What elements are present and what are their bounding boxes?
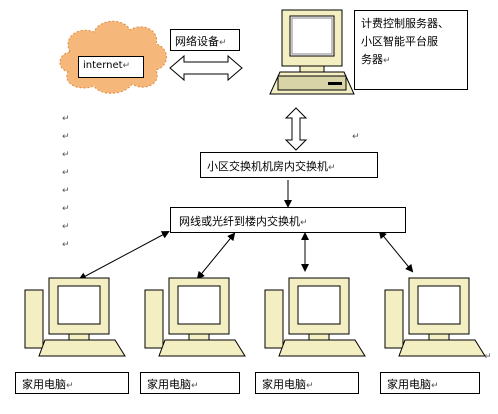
- home-pc-label-4: 家用电脑: [387, 378, 431, 391]
- return-mark: ↵: [484, 352, 492, 362]
- network-device-label: 网络设备: [175, 35, 219, 48]
- home-pc-label-3: 家用电脑: [262, 378, 306, 391]
- server-label-line-3: 务器: [361, 53, 383, 66]
- internet-label: internet: [83, 60, 123, 71]
- return-mark: ↵: [62, 114, 70, 124]
- building-switch-box: 网线或光纤到楼内交换机↵: [170, 207, 406, 233]
- internet-box: internet↵: [78, 56, 144, 78]
- return-mark: ↵: [62, 222, 70, 232]
- link-pc-4: [378, 230, 414, 273]
- link-pc-1: [78, 231, 170, 280]
- link-pc-2: [196, 232, 236, 280]
- home-pc-icon-4: [384, 277, 486, 357]
- return-mark: ↵: [62, 186, 70, 196]
- return-mark: ↵: [62, 132, 70, 142]
- home-pc-label-1: 家用电脑: [22, 378, 66, 391]
- core-switch-box: 小区交换机机房内交换机↵: [200, 152, 378, 178]
- return-mark: ↵: [62, 240, 70, 250]
- home-pc-label-2: 家用电脑: [147, 378, 191, 391]
- return-mark: ↵: [62, 204, 70, 214]
- core-switch-label: 小区交换机机房内交换机: [207, 160, 328, 173]
- home-pc-icon-2: [144, 277, 246, 357]
- home-pc-label-box-2: 家用电脑↵: [140, 372, 240, 394]
- home-pc-label-box-4: 家用电脑↵: [380, 372, 480, 394]
- home-pc-icon-3: [264, 277, 366, 357]
- return-mark: ↵: [62, 150, 70, 160]
- server-label-line-1: 计费控制服务器、: [361, 17, 449, 30]
- return-mark: ↵: [352, 132, 360, 142]
- server-switch-arrow: [284, 107, 308, 151]
- cloud-device-arrow: [169, 54, 243, 82]
- home-pc-label-box-3: 家用电脑↵: [255, 372, 359, 394]
- network-device-box: 网络设备↵: [170, 29, 240, 51]
- building-switch-label: 网线或光纤到楼内交换机: [179, 215, 300, 228]
- home-pc-label-box-1: 家用电脑↵: [15, 372, 129, 394]
- server-computer-icon: [269, 9, 355, 95]
- server-label-line-2: 小区智能平台服: [361, 35, 438, 48]
- server-label-box: 计费控制服务器、 小区智能平台服 务器↵: [354, 10, 468, 90]
- home-pc-icon-1: [24, 277, 126, 357]
- return-mark: ↵: [62, 168, 70, 178]
